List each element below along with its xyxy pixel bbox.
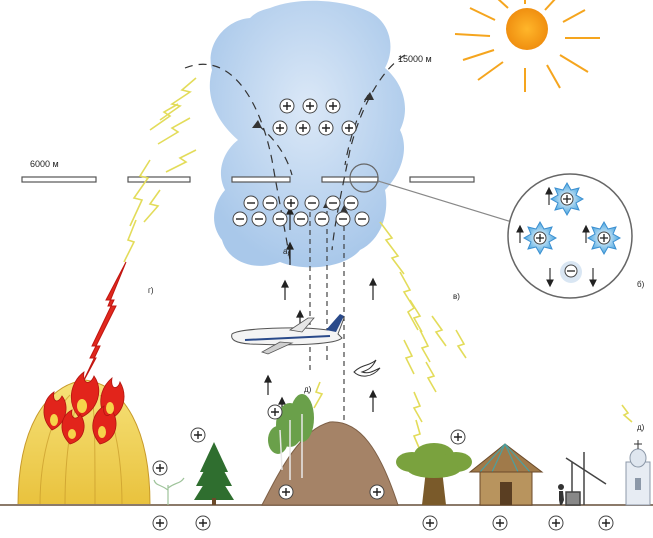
label-b: б) (637, 280, 645, 289)
sun (454, 0, 600, 92)
ice-crystals (516, 181, 622, 288)
hill (261, 394, 399, 506)
bird (353, 359, 381, 377)
positive-charges-upper (272, 98, 357, 136)
fir-tree (194, 442, 234, 505)
altitude-label-6000: 6000 м (30, 159, 59, 169)
air-arrows (264, 206, 377, 420)
label-d-church: д) (637, 423, 645, 432)
ground-positive-charges (152, 404, 614, 531)
label-v: в) (453, 292, 460, 301)
well-crane (565, 452, 607, 506)
lightning-discharges (123, 77, 633, 451)
altitude-label-15000: 15000 м (398, 54, 432, 64)
magnifier (349, 163, 633, 299)
label-g: г) (148, 286, 154, 295)
lightning-bolt-red (81, 261, 127, 385)
label-a: а) (283, 247, 290, 256)
altitude-line-6000 (21, 176, 475, 183)
arc-arrowheads (252, 92, 374, 128)
airplane (231, 314, 345, 355)
hut (468, 443, 544, 506)
sprout (153, 477, 185, 505)
baobab-tree (396, 443, 472, 505)
church (625, 440, 651, 506)
label-d-plane: д) (304, 385, 312, 394)
person (558, 484, 564, 505)
negative-charges-lower (232, 195, 370, 227)
burning-haystack (17, 371, 151, 506)
